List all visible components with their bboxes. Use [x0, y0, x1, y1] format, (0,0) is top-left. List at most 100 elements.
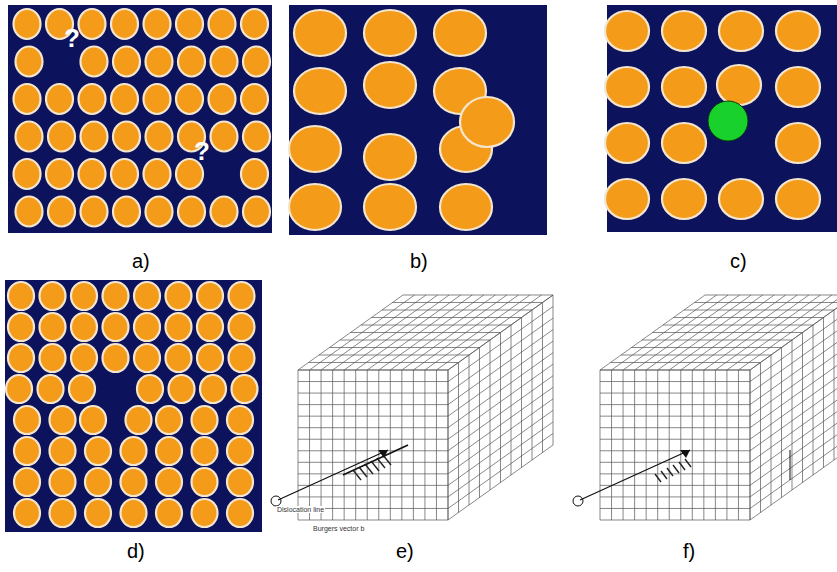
atom [719, 11, 763, 51]
grid-line [685, 459, 691, 467]
atom [80, 406, 106, 434]
atom [111, 84, 138, 114]
atom [121, 468, 147, 496]
grid-line [663, 325, 813, 326]
atom [71, 282, 97, 310]
atom [241, 159, 268, 189]
grid-line [298, 496, 448, 497]
atom [605, 179, 649, 219]
atom [46, 159, 73, 189]
lattice-ground [289, 5, 547, 235]
grid-line [298, 427, 448, 428]
grid-line [309, 370, 310, 520]
atom [144, 159, 171, 189]
grid-line [298, 450, 448, 451]
atom [243, 47, 270, 77]
grid-line [600, 370, 750, 371]
grid-line [448, 433, 553, 508]
atom [156, 468, 182, 496]
atom [719, 179, 763, 219]
atom [211, 47, 238, 77]
atom [289, 184, 341, 230]
grid-line [600, 439, 750, 440]
atom [113, 197, 140, 227]
atom [229, 344, 255, 372]
atom [40, 282, 66, 310]
atom [156, 499, 182, 527]
atom [776, 179, 820, 219]
atom [605, 123, 649, 163]
grid-line [692, 370, 693, 520]
atom [197, 344, 223, 372]
atom [364, 134, 416, 180]
atom [460, 97, 514, 147]
grid-line [680, 370, 681, 520]
atom [144, 9, 171, 39]
grid-line [401, 370, 402, 520]
atom [662, 67, 706, 107]
panel-label: d) [127, 540, 145, 563]
atom [14, 159, 41, 189]
grid-line [679, 462, 685, 470]
grid-line [390, 370, 391, 520]
grid-line [298, 439, 448, 440]
grid-line [661, 471, 667, 479]
atom [192, 437, 218, 465]
atom [8, 344, 34, 372]
grid-line [642, 340, 792, 341]
grid-line [600, 520, 750, 521]
grid-line [790, 450, 791, 480]
grid-line [750, 353, 837, 428]
grid-line [321, 370, 322, 520]
grid-line [372, 317, 522, 318]
atom [14, 468, 40, 496]
atom [46, 84, 73, 114]
grid-line [319, 355, 469, 356]
panel-label: a) [132, 250, 150, 273]
grid-line [413, 370, 414, 520]
atom [662, 123, 706, 163]
atom [227, 499, 253, 527]
grid-line [600, 508, 750, 509]
atom [192, 499, 218, 527]
atom [85, 499, 111, 527]
atom [14, 84, 41, 114]
atom [40, 313, 66, 341]
grid-line [361, 325, 511, 326]
atom [169, 375, 195, 403]
atom [227, 437, 253, 465]
atom [146, 197, 173, 227]
grid-line [750, 445, 837, 520]
grid-line [448, 295, 553, 370]
atom [126, 406, 152, 434]
atom [48, 122, 75, 152]
grid-line [448, 330, 553, 405]
atom [144, 84, 171, 114]
question-mark: ? [194, 136, 210, 167]
atom [146, 47, 173, 77]
atom [708, 101, 748, 141]
grid-line [600, 370, 750, 371]
grid-line [448, 318, 553, 393]
atom [79, 9, 106, 39]
grid-line [382, 310, 532, 311]
atom [69, 375, 95, 403]
grid-line [657, 370, 658, 520]
grid-line [448, 307, 553, 382]
grid-line [448, 445, 553, 520]
atom [40, 344, 66, 372]
grid-line [343, 445, 408, 475]
grid-line [600, 416, 750, 417]
grid-line [750, 318, 837, 393]
grid-line [726, 370, 727, 520]
atom [211, 122, 238, 152]
grid-line [436, 370, 437, 520]
atom [156, 437, 182, 465]
atom [243, 197, 270, 227]
grid-line [600, 404, 750, 405]
grid-line [298, 370, 448, 371]
atom [14, 499, 40, 527]
grid-line [750, 330, 837, 405]
atom [662, 11, 706, 51]
